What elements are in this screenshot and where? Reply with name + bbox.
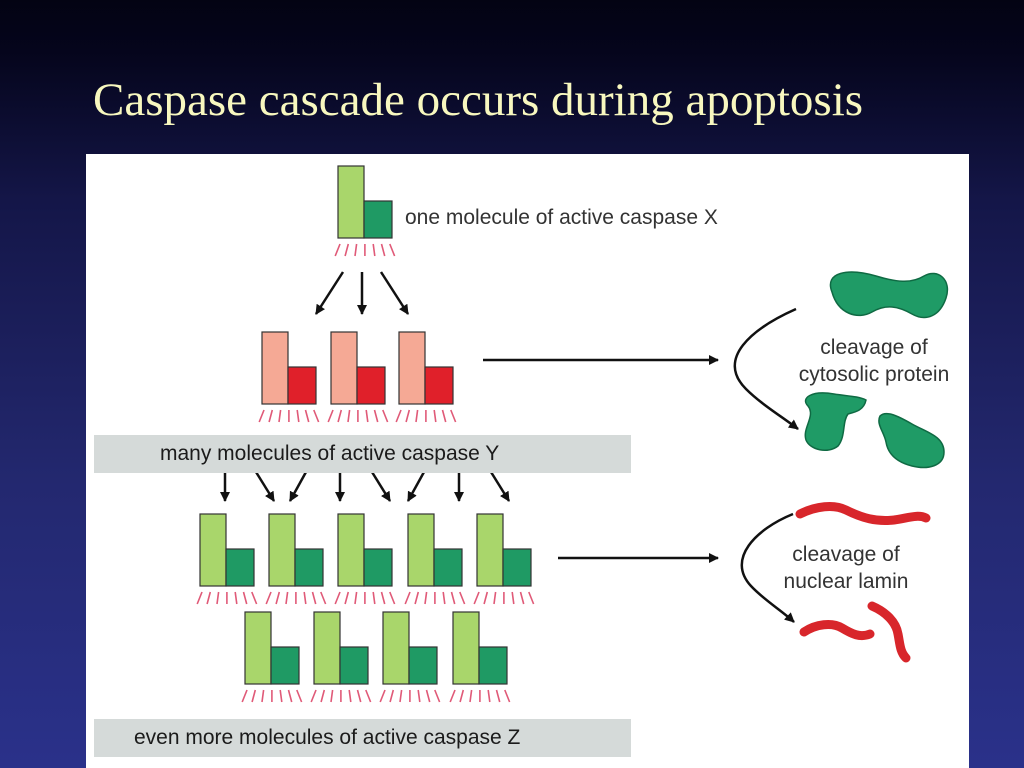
- arrows-x-to-y: [314, 271, 410, 315]
- caspase-z-label: even more molecules of active caspase Z: [134, 726, 521, 749]
- caspase-x-label: one molecule of active caspase X: [405, 206, 718, 229]
- cytosolic-line-1: cleavage of: [820, 336, 928, 359]
- lamin-line-1: cleavage of: [792, 543, 900, 566]
- caspase-light-subunit: [382, 611, 410, 685]
- caspase-light-subunit: [261, 331, 289, 405]
- cleaved-protein-fragment-left: [804, 392, 867, 452]
- caspase-light-subunit: [398, 331, 426, 405]
- caspase-z-molecule: [334, 513, 396, 605]
- activity-rays: [379, 689, 441, 703]
- caspase-light-subunit: [337, 165, 365, 239]
- slide-title: Caspase cascade occurs during apoptosis: [93, 74, 864, 126]
- activity-rays: [395, 409, 457, 423]
- caspase-light-subunit: [407, 513, 435, 587]
- activity-rays: [404, 591, 466, 605]
- caspase-light-subunit: [268, 513, 296, 587]
- caspase-light-subunit: [244, 611, 272, 685]
- caspase-y-label: many molecules of active caspase Y: [160, 442, 500, 465]
- caspase-x-group: [334, 165, 396, 257]
- cleaved-lamin-fragment-right: [867, 601, 911, 663]
- caspase-light-subunit: [199, 513, 227, 587]
- curved-arrow-cytosolic: [733, 307, 799, 430]
- caspase-z-molecule: [310, 611, 372, 703]
- curved-arrow-lamin: [740, 512, 795, 623]
- caspase-x-molecule: [334, 165, 396, 257]
- caspase-dark-subunit: [363, 548, 393, 587]
- activity-rays: [473, 591, 535, 605]
- activity-rays: [449, 689, 511, 703]
- activity-rays: [310, 689, 372, 703]
- caspase-light-subunit: [330, 331, 358, 405]
- caspase-y-molecule: [258, 331, 320, 423]
- caspase-y-group: [258, 331, 457, 423]
- intact-nuclear-lamin-shape: [795, 502, 931, 525]
- intact-cytosolic-protein-shape: [829, 271, 949, 319]
- caspase-dark-subunit: [339, 646, 369, 685]
- cleaved-lamin-fragment-left: [799, 620, 875, 641]
- caspase-z-molecule: [473, 513, 535, 605]
- caspase-light-subunit: [452, 611, 480, 685]
- arrows-y-to-z: [220, 471, 511, 502]
- caspase-dark-subunit: [287, 366, 317, 405]
- activity-rays: [241, 689, 303, 703]
- caspase-y-molecule: [327, 331, 389, 423]
- diagram-panel: one molecule of active caspase X many mo…: [86, 154, 969, 768]
- cytosolic-line-2: cytosolic protein: [798, 363, 950, 386]
- caspase-z-molecule: [265, 513, 327, 605]
- activity-rays: [258, 409, 320, 423]
- caspase-dark-subunit: [408, 646, 438, 685]
- caspase-z-molecule: [241, 611, 303, 703]
- activity-rays: [334, 243, 396, 257]
- activity-rays: [196, 591, 258, 605]
- caspase-y-molecule: [395, 331, 457, 423]
- caspase-dark-subunit: [363, 200, 393, 239]
- caspase-z-molecule: [404, 513, 466, 605]
- caspase-dark-subunit: [294, 548, 324, 587]
- caspase-light-subunit: [476, 513, 504, 587]
- caspase-dark-subunit: [270, 646, 300, 685]
- caspase-z-molecule: [449, 611, 511, 703]
- activity-rays: [334, 591, 396, 605]
- caspase-dark-subunit: [225, 548, 255, 587]
- caspase-dark-subunit: [356, 366, 386, 405]
- cleaved-protein-fragment-right: [878, 412, 945, 469]
- caspase-light-subunit: [337, 513, 365, 587]
- caspase-dark-subunit: [424, 366, 454, 405]
- caspase-z-molecule: [379, 611, 441, 703]
- caspase-z-molecule: [196, 513, 258, 605]
- caspase-cascade-diagram: [196, 165, 949, 703]
- caspase-dark-subunit: [433, 548, 463, 587]
- caspase-z-band: even more molecules of active caspase Z: [94, 719, 631, 757]
- activity-rays: [265, 591, 327, 605]
- cytosolic-cleavage-label: cleavage of cytosolic protein: [779, 334, 969, 388]
- caspase-y-band: many molecules of active caspase Y: [94, 435, 631, 473]
- caspase-z-group: [196, 513, 535, 703]
- lamin-cleavage-label: cleavage of nuclear lamin: [766, 541, 926, 595]
- lamin-line-2: nuclear lamin: [783, 570, 909, 593]
- caspase-dark-subunit: [502, 548, 532, 587]
- caspase-light-subunit: [313, 611, 341, 685]
- activity-rays: [327, 409, 389, 423]
- caspase-dark-subunit: [478, 646, 508, 685]
